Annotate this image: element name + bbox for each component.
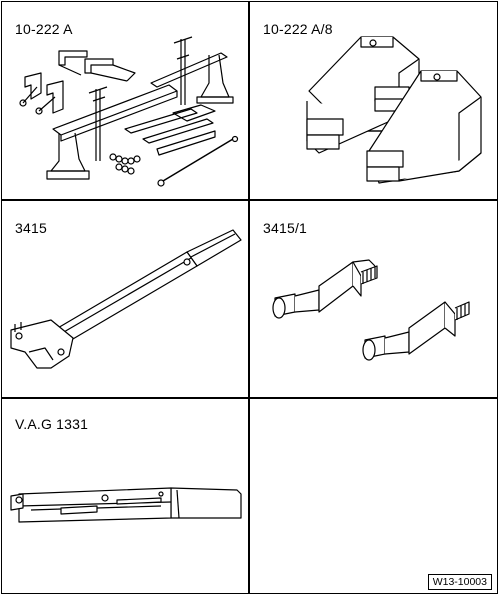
tool-cell-3415: 3415 [1,200,248,397]
pin-wrench-icon [10,229,242,369]
threaded-pins-icon [272,259,470,361]
support-brackets-icon [306,36,482,184]
tool-label: 10-222 A [15,21,73,37]
tool-label: 10-222 A/8 [263,21,333,37]
tool-cell-vag-1331: V.A.G 1331 [1,398,248,594]
tool-cell-empty [249,398,498,594]
torque-wrench-icon [10,487,242,523]
engine-support-bridge-icon [19,36,239,187]
grid-divider-vertical [248,1,250,594]
tool-cell-3415-1: 3415/1 [249,200,498,397]
grid-divider-row1 [1,199,498,201]
tool-label: V.A.G 1331 [15,416,89,432]
tool-cell-10-222a8: 10-222 A/8 [249,1,498,199]
tool-cell-10-222a: 10-222 A [1,1,248,199]
tool-label: 3415/1 [263,220,308,236]
grid-divider-row2 [1,397,498,399]
tool-label: 3415 [15,220,47,236]
figure-number: W13-10003 [427,574,492,590]
